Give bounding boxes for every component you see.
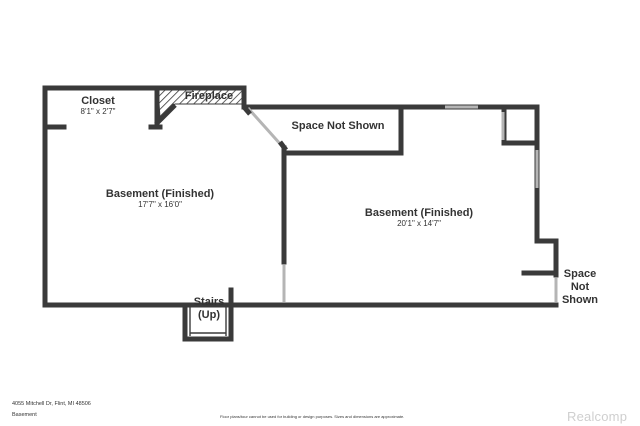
fireplace-label: Fireplace [184,90,234,102]
windows [246,105,558,302]
footer-level: Basement [12,412,37,418]
space-not-shown-top-label: Space Not Shown [291,120,385,132]
stairs-lines [189,305,227,336]
basement-left-dims: 17'7" x 16'0" [138,200,182,209]
basement-right-label: Basement (Finished) 20'1" x 14'7" [344,207,494,228]
closet-label: Closet 8'1" x 2'7" [66,95,130,116]
fireplace-hatch [157,87,245,120]
footer-address: 4055 Mitchell Dr, Flint, MI 48506 [12,401,91,407]
closet-name: Closet [81,95,115,107]
stairs-line2: (Up) [198,309,220,321]
space-not-shown-right-line2: Not [570,281,590,293]
space-not-shown-right-line1: Space [563,268,597,280]
stairs-line1: Stairs [193,296,225,308]
space-not-shown-right-label: Space Not Shown [558,268,602,307]
basement-right-dims: 20'1" x 14'7" [397,219,441,228]
stairs-label: Stairs (Up) [190,296,228,322]
closet-dims: 8'1" x 2'7" [80,107,116,116]
basement-right-name: Basement (Finished) [364,207,474,219]
diagonal-walls [154,103,288,152]
walls [42,85,559,342]
space-not-shown-right-line3: Shown [561,294,599,306]
basement-left-label: Basement (Finished) 17'7" x 16'0" [85,188,235,209]
footer-disclaimer: Floor plans/tour cannot be used for buil… [220,414,405,419]
basement-left-name: Basement (Finished) [105,188,215,200]
watermark-logo: Realcomp [567,409,628,424]
